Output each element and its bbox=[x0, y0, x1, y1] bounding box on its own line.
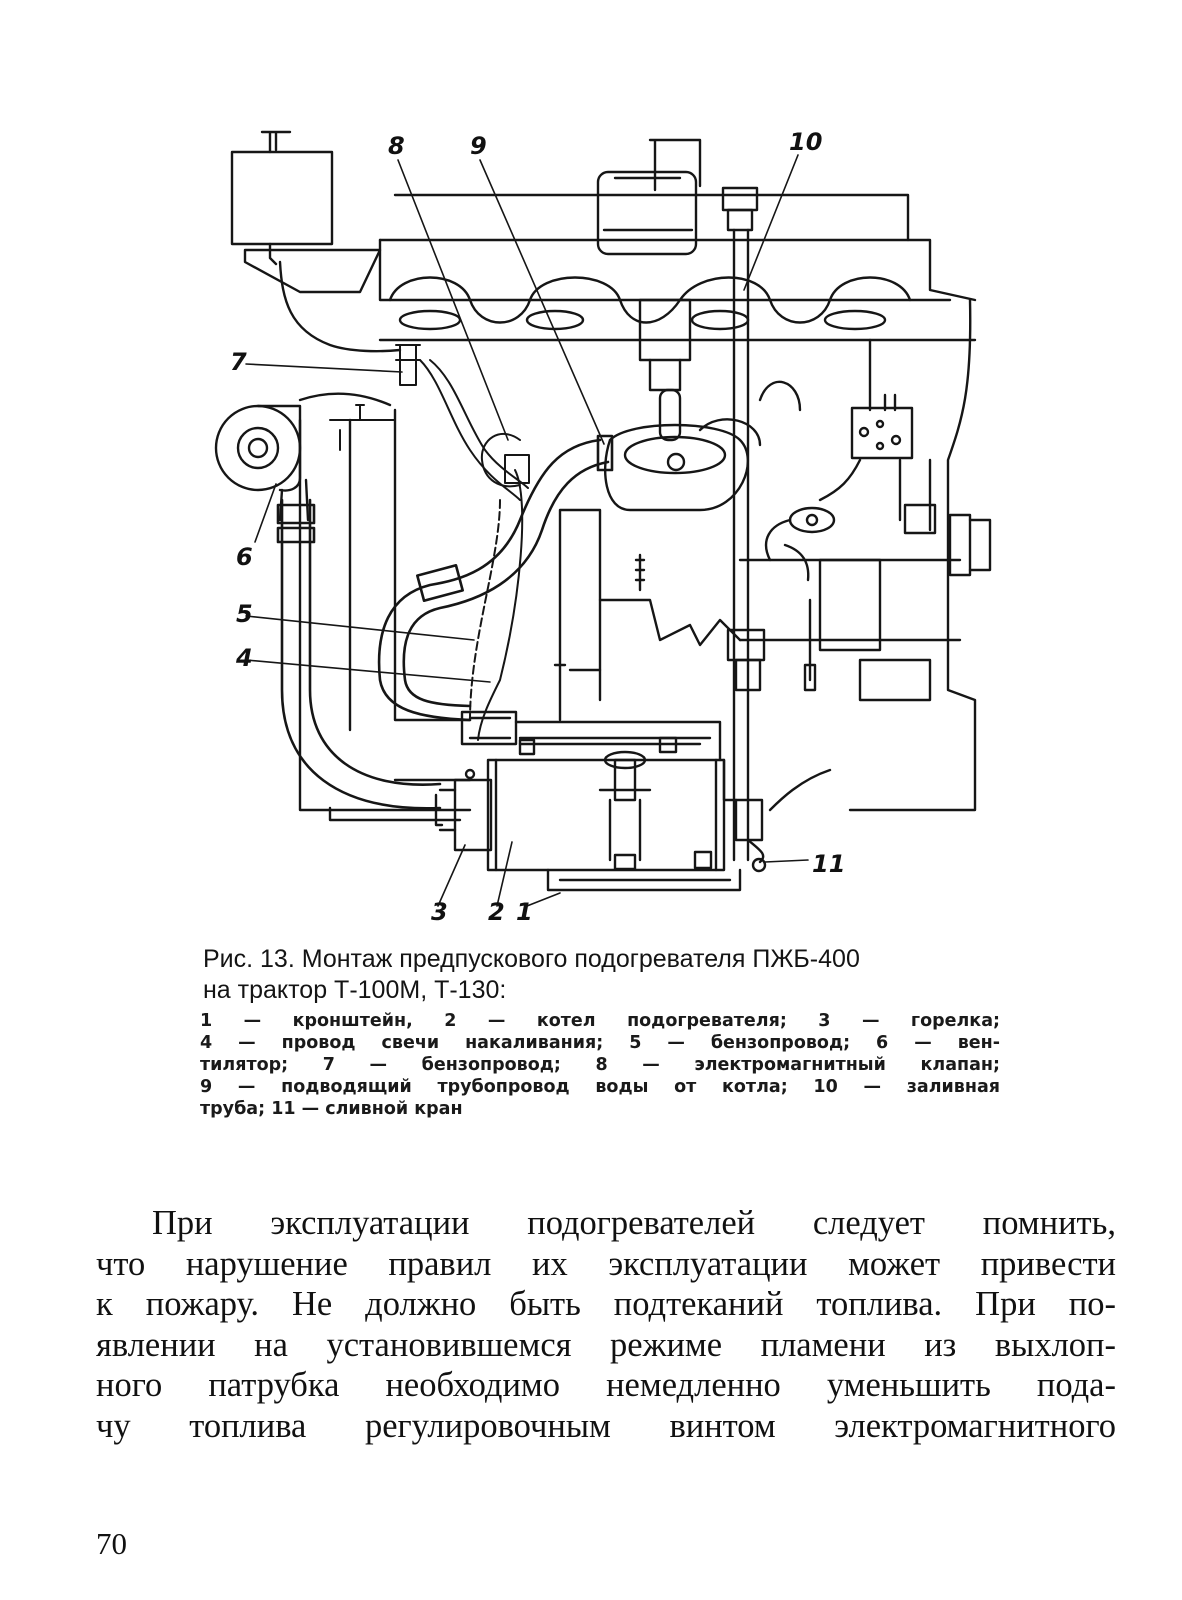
leader-lines bbox=[245, 154, 809, 907]
legend-line: 9 — подводящий трубопровод воды от котла… bbox=[200, 1077, 1000, 1097]
engine-block-drawing bbox=[243, 138, 992, 822]
body-line: явлении на установившемся режиме пламени… bbox=[96, 1325, 1116, 1364]
body-line: что нарушение правил их эксплуатации мож… bbox=[96, 1244, 1116, 1283]
boiler-drawing bbox=[434, 710, 742, 892]
callout-1: 1 bbox=[516, 898, 533, 926]
caption-line: Рис. 13. Монтаж предпускового подогреват… bbox=[203, 945, 860, 973]
fan-drawing bbox=[214, 404, 310, 522]
legend-line: 1 — кронштейн, 2 — котел подогревателя; … bbox=[200, 1011, 1000, 1031]
filler-pipe-drawing bbox=[721, 186, 767, 873]
caption-line: на трактор Т-100М, Т-130: bbox=[203, 976, 507, 1004]
callout-9: 9 bbox=[470, 132, 487, 160]
figure-caption: Рис. 13. Монтаж предпускового подогреват… bbox=[203, 944, 1003, 1006]
legend-line: тилятор; 7 — бензопровод; 8 — электромаг… bbox=[200, 1055, 1000, 1075]
technical-drawing-figure: 8 9 10 7 6 5 4 3 2 1 11 bbox=[214, 128, 992, 926]
air-pipe-drawing bbox=[276, 498, 442, 810]
body-line: к пожару. Не должно быть подтеканий топл… bbox=[96, 1285, 1116, 1323]
callout-2: 2 bbox=[488, 898, 505, 926]
body-paragraph: При эксплуатации подогревателей следует … bbox=[96, 1203, 1116, 1446]
callout-3: 3 bbox=[431, 898, 448, 926]
callout-10: 10 bbox=[789, 128, 823, 156]
figure-legend: 1 — кронштейн, 2 — котел подогревателя; … bbox=[200, 1010, 1000, 1120]
callout-8: 8 bbox=[388, 132, 405, 160]
callout-4: 4 bbox=[236, 644, 253, 672]
callout-6: 6 bbox=[236, 543, 253, 571]
engine-heater-drawing bbox=[214, 130, 992, 907]
callout-5: 5 bbox=[236, 600, 253, 628]
callout-11: 11 bbox=[812, 850, 846, 878]
fuel-line-drawing bbox=[329, 344, 530, 741]
legend-line: 4 — провод свечи накаливания; 5 — бензоп… bbox=[200, 1033, 1000, 1053]
legend-line: труба; 11 — сливной кран bbox=[200, 1099, 463, 1119]
body-line: При эксплуатации подогревателей следует … bbox=[152, 1204, 1116, 1242]
body-line: ного патрубка необходимо немедленно умен… bbox=[96, 1366, 1116, 1404]
callout-7: 7 bbox=[230, 348, 247, 376]
page-number: 70 bbox=[96, 1526, 127, 1561]
water-pipe-drawing bbox=[377, 434, 614, 722]
fuel-tank-drawing bbox=[230, 130, 402, 353]
body-line: чу топлива регулировочным винтом электро… bbox=[96, 1406, 1116, 1445]
